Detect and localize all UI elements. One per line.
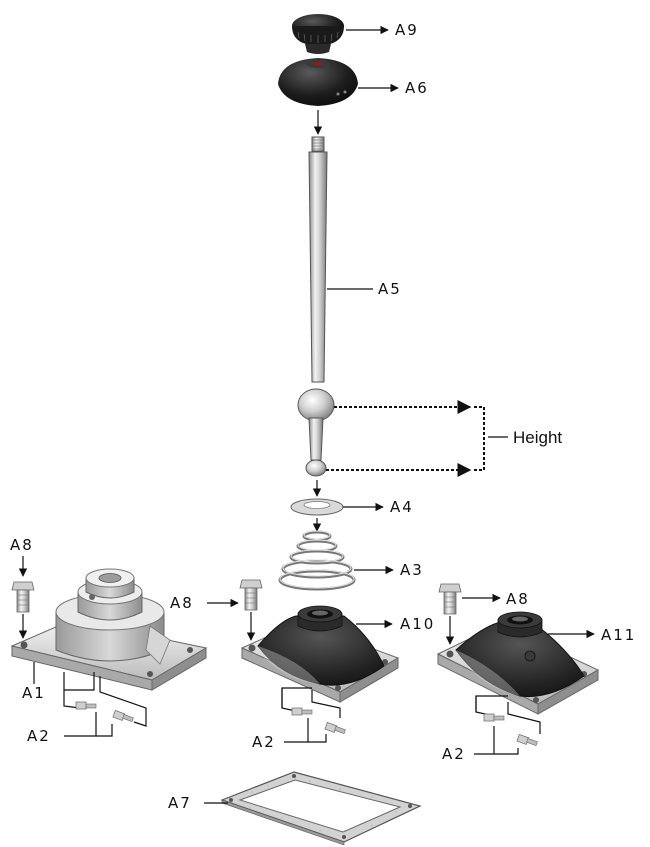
part-a7-gasket	[220, 771, 422, 846]
label-a2-left: A2	[27, 727, 51, 745]
part-a1-metal-housing	[10, 568, 208, 691]
label-a3: A3	[400, 561, 424, 579]
part-a10-boot-housing	[240, 605, 400, 703]
part-a2-screw-right-2	[516, 734, 538, 746]
label-a2-right: A2	[442, 745, 466, 763]
part-a6-dome-knob	[278, 58, 358, 106]
label-a11: A11	[601, 626, 636, 644]
part-a2-screw-middle-1	[291, 707, 313, 716]
label-a6: A6	[405, 79, 429, 97]
part-a2-screw-right-1	[483, 713, 505, 722]
part-a8-bolt-left	[11, 581, 35, 613]
label-a2-middle: A2	[252, 733, 276, 751]
part-a9-knob-cap	[292, 14, 344, 54]
height-dimension	[326, 400, 508, 477]
label-height: Height	[513, 428, 562, 447]
label-a4: A4	[390, 498, 414, 516]
part-a8-bolt-middle	[239, 579, 263, 611]
label-a1: A1	[22, 684, 46, 702]
label-a9: A9	[395, 21, 419, 39]
part-a2-screw-left-1	[75, 701, 97, 710]
label-a8-left: A8	[10, 536, 34, 554]
label-a5: A5	[378, 280, 402, 298]
connector-a2-left	[63, 672, 147, 727]
part-a11-boot-housing	[436, 611, 600, 715]
label-a7: A7	[168, 794, 192, 812]
label-a8-middle: A8	[170, 594, 194, 612]
label-a8-right: A8	[506, 590, 530, 608]
part-a5-shift-shaft	[297, 136, 335, 477]
label-a10: A10	[400, 615, 435, 633]
part-a2-screw-left-2	[112, 710, 134, 722]
part-a4-washer	[290, 498, 344, 516]
part-a2-screw-middle-2	[324, 722, 346, 734]
part-a8-bolt-right	[438, 583, 462, 615]
